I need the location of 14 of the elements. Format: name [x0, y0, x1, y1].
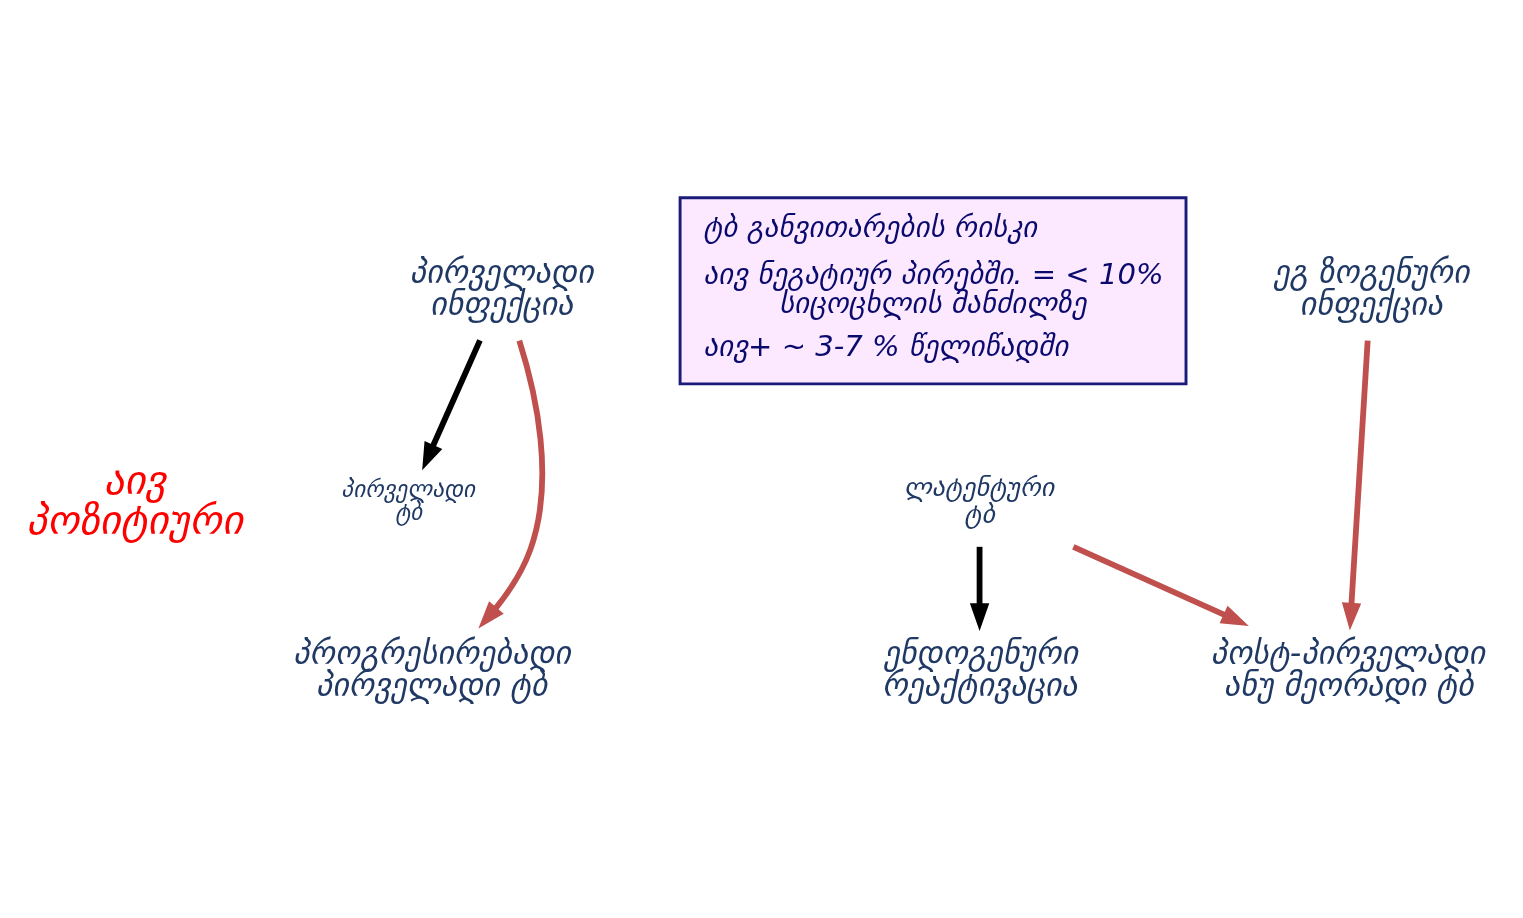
node-text: პირველადი ტბ — [341, 474, 476, 525]
node-text: პირველადი ინფექცია — [409, 252, 594, 323]
arrow — [478, 339, 546, 628]
node-text: ლატენტური ტბ — [903, 471, 1055, 529]
node-text: ეგ ზოგენური ინფექცია — [1273, 252, 1470, 323]
arrow — [1341, 339, 1371, 631]
node-text: ენდოგენური რეაქტივაცია — [882, 633, 1079, 704]
arrow — [969, 546, 990, 631]
arrow — [1072, 543, 1249, 626]
label: აივ პოზიტიური — [26, 455, 244, 544]
node-box: ტბ განვითარების რისკი აივ ნეგატიურ პირებში. = < 10% სიცოცხლის მანძილზე აივ+ ~ 3-7 % წელიწადში — [678, 195, 1188, 385]
arrow — [422, 338, 483, 470]
node-text: პროგრესირებადი პირველადი ტბ — [293, 633, 571, 704]
node-text: პოსტ-პირველადი ანუ მეორადი ტბ — [1210, 633, 1486, 704]
